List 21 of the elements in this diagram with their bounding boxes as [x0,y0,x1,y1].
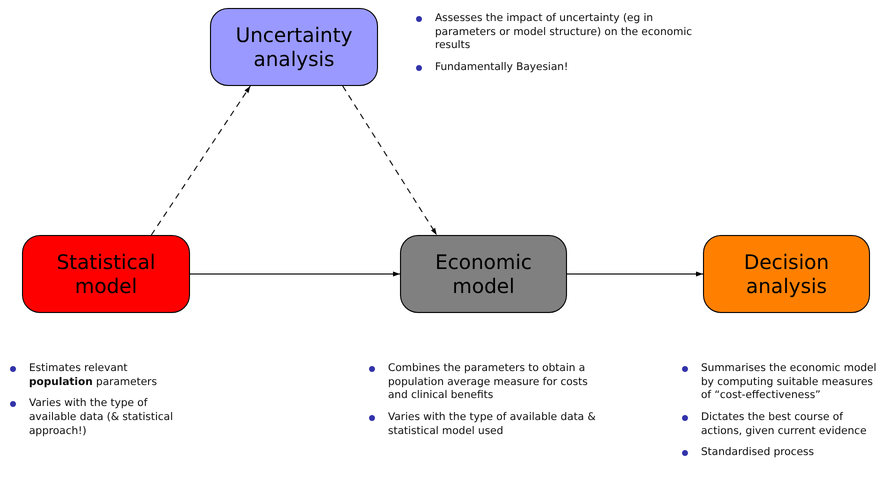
bullet-point: Combines the parameters to obtain a population average measure for costs and clinical benefits [368,362,600,403]
bullet-point: Varies with the type of available data & statistical model used [368,410,600,438]
box-label: Economic model [434,250,533,298]
box-label: Uncertainty analysis [234,23,354,71]
rounded-box [400,235,567,313]
box-label: Decision analysis [742,250,830,298]
bullet-point: Dictates the best course of actions, given current evidence [681,410,886,438]
rounded-box [703,235,870,313]
bullet-point: Varies with the type of available data (& statistical approach!) [9,397,184,438]
bullet-point: Standardised process [681,446,886,460]
arrow [342,86,438,236]
arrow [150,86,251,236]
bullet-point: Summarises the economic model by computing suitable measures of “cost-effectiveness” [681,362,886,403]
arrow [190,272,400,276]
box-label: Statistical model [56,250,156,298]
arrow [566,272,704,276]
bullet-point: Assesses the impact of uncertainty (eg in parameters or model structure) on the economic results [415,12,695,53]
rounded-box [22,235,190,313]
bullet-point: Fundamentally Bayesian! [415,60,695,75]
rounded-box [210,8,378,86]
bullet-point: Estimates relevant population parameters [9,362,184,390]
